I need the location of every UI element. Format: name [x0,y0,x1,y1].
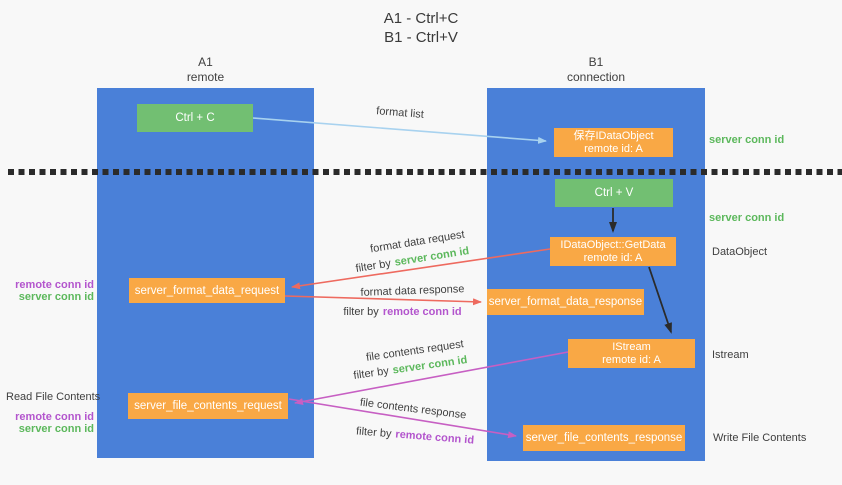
lifeline-b1-name: B1 [588,55,604,69]
label-istream: Istream [712,349,749,361]
node-server-format-data-request: server_format_data_request [129,278,285,303]
diagram-title: A1 - Ctrl+C B1 - Ctrl+V [0,9,842,47]
node-getdata-line2: remote id: A [583,251,643,264]
node-ctrl-v-label: Ctrl + V [594,187,634,199]
label-server-conn-id-mid: server conn id [709,212,785,224]
lifeline-a1-name: A1 [198,55,213,69]
node-istream: IStream remote id: A [568,339,695,368]
node-file-contents-request-label: server_file_contents_request [134,400,282,412]
node-idataobject-getdata: IDataObject::GetData remote id: A [550,237,676,266]
node-ctrl-c: Ctrl + C [137,104,253,132]
title-line-a1: A1 - Ctrl+C [383,10,459,27]
filter-prefix: filter by [343,306,379,318]
filter-prefix: filter by [352,365,390,382]
title-line-b1: B1 - Ctrl+V [384,29,458,46]
label-write-file-contents: Write File Contents [713,432,807,444]
filter-key-remote-conn-id: remote conn id [394,428,475,447]
label-server-conn-id-top: server conn id [709,134,785,146]
node-server-file-contents-request: server_file_contents_request [128,393,288,419]
node-file-contents-response-label: server_file_contents_response [525,432,683,444]
lifeline-header-b1: B1 connection [487,55,705,85]
lifeline-b1-subtitle: connection [566,70,626,84]
label-dataobject: DataObject [712,246,768,258]
node-format-data-response-label: server_format_data_response [488,296,643,308]
node-format-data-request-label: server_format_data_request [134,284,280,297]
filter-prefix: filter by [355,425,392,441]
node-server-format-data-response: server_format_data_response [487,289,644,315]
lifeline-a1-subtitle: remote [186,70,225,84]
node-ctrl-c-label: Ctrl + C [175,112,215,124]
label-server-conn-id-b: server conn id [18,423,94,435]
node-save-idataobject: 保存IDataObject remote id: A [554,128,673,157]
filter-key-remote-conn-id: remote conn id [382,306,462,318]
label-read-file-contents: Read File Contents [6,391,101,403]
node-istream-line1: IStream [612,340,651,353]
node-ctrl-v: Ctrl + V [555,179,673,207]
label-remote-conn-id-a: remote conn id [15,279,94,291]
label-file-contents-response: file contents response [359,396,467,422]
label-server-conn-id-a: server conn id [18,291,94,303]
node-istream-line2: remote id: A [602,353,661,366]
node-save-idataobject-line1: 保存IDataObject [573,129,654,142]
filter-prefix: filter by [354,257,392,275]
node-save-idataobject-line2: remote id: A [584,142,643,155]
lifeline-header-a1: A1 remote [97,55,314,85]
node-getdata-line1: IDataObject::GetData [560,238,666,251]
node-server-file-contents-response: server_file_contents_response [523,425,685,451]
label-format-list: format list [375,105,425,121]
label-format-data-response: format data response [360,283,465,299]
label-remote-conn-id-b: remote conn id [15,411,94,423]
